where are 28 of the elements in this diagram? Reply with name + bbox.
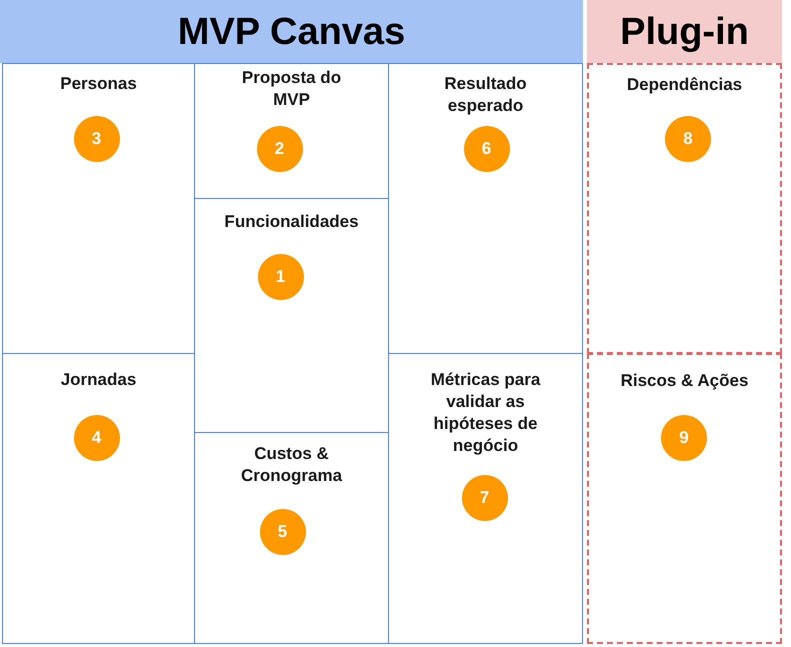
plugin-section [587, 353, 782, 644]
canvas-section [2, 353, 195, 644]
header-band [587, 0, 782, 63]
step-number: 4 [74, 414, 120, 460]
step-number: 2 [256, 126, 302, 172]
step-number: 5 [260, 508, 306, 554]
plugin-section [587, 63, 782, 354]
section-heading: Riscos & Ações [620, 370, 748, 392]
section-heading: Métricas para validar as hipóteses de negócio [430, 369, 542, 457]
step-number: 3 [74, 116, 120, 162]
section-heading: Jornadas [60, 369, 136, 391]
step-number: 6 [464, 126, 510, 172]
header-band [0, 0, 583, 63]
canvas-section [388, 63, 583, 354]
header-title: Plug-in [620, 10, 749, 54]
section-heading: Dependências [626, 74, 742, 96]
step-number: 1 [258, 254, 304, 300]
section-heading: Resultado esperado [443, 73, 528, 117]
step-number: 8 [665, 116, 711, 162]
step-number: 7 [462, 474, 508, 520]
section-heading: Custos & Cronograma [240, 443, 344, 487]
canvas-section [388, 353, 583, 644]
canvas-section [2, 63, 195, 354]
step-number: 9 [661, 415, 707, 461]
section-heading: Funcionalidades [224, 211, 359, 233]
section-heading: Personas [60, 73, 137, 95]
section-heading: Proposta do MVP [240, 67, 342, 111]
header-title: MVP Canvas [178, 10, 406, 54]
